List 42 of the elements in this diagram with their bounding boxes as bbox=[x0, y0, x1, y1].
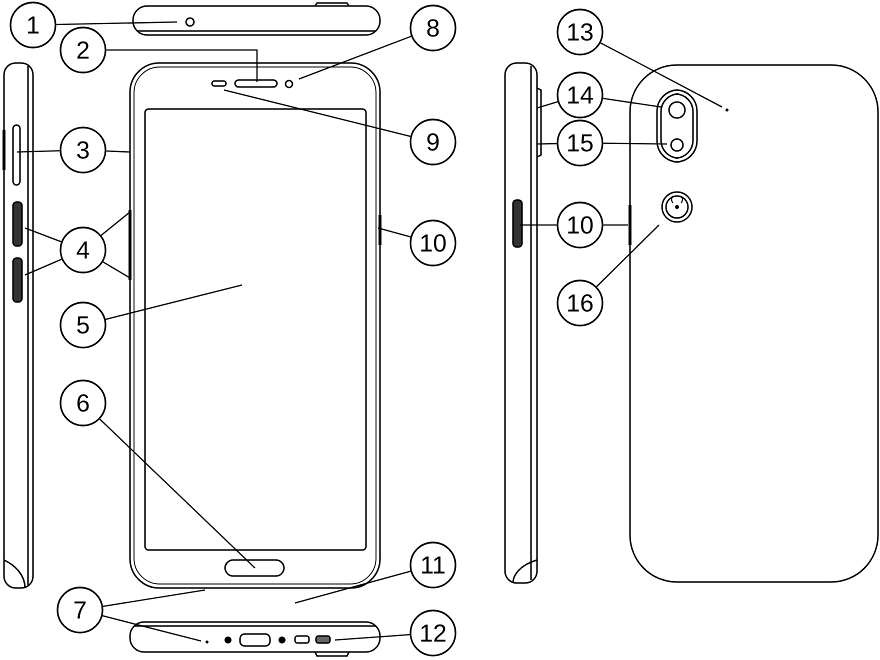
leader-line bbox=[102, 589, 206, 607]
leader-line bbox=[602, 98, 662, 108]
callout-number: 3 bbox=[60, 126, 106, 174]
leader-line bbox=[56, 21, 178, 26]
leader-line bbox=[24, 227, 62, 242]
leader-line bbox=[294, 570, 411, 604]
callout-number: 5 bbox=[60, 302, 106, 348]
leader-line bbox=[603, 224, 628, 226]
leader-line bbox=[378, 227, 411, 238]
callout-number: 6 bbox=[60, 380, 106, 426]
callout-number: 15 bbox=[556, 120, 604, 166]
leader-line bbox=[298, 36, 412, 80]
leader-line bbox=[105, 284, 242, 320]
leader-line bbox=[100, 212, 130, 236]
callout-number: 4 bbox=[60, 226, 106, 274]
callout-number: 12 bbox=[410, 610, 456, 656]
leader-line bbox=[596, 224, 660, 288]
callout-number: 10 bbox=[410, 220, 456, 266]
leader-line bbox=[334, 634, 410, 641]
callout-number: 16 bbox=[556, 280, 604, 326]
callout-number: 7 bbox=[56, 586, 104, 634]
leader-line bbox=[600, 42, 722, 108]
leader-line bbox=[537, 142, 557, 145]
leader-line bbox=[224, 89, 411, 137]
callout-number: 9 bbox=[410, 118, 456, 166]
callout-number: 2 bbox=[60, 26, 106, 74]
callout-number: 11 bbox=[410, 542, 456, 588]
leader-line bbox=[99, 418, 256, 568]
leader-line bbox=[106, 150, 130, 153]
callout-number: 14 bbox=[556, 72, 604, 118]
leader-line bbox=[16, 150, 60, 153]
leader-line bbox=[520, 224, 557, 226]
leader-line bbox=[102, 261, 130, 279]
leader-line bbox=[603, 142, 668, 145]
leader-line bbox=[106, 49, 258, 82]
callout-number: 10 bbox=[556, 202, 604, 248]
leader-line bbox=[24, 258, 62, 276]
callout-number: 13 bbox=[556, 8, 604, 56]
callout-number: 8 bbox=[410, 4, 456, 52]
leader-line bbox=[536, 101, 558, 109]
callout-number: 1 bbox=[10, 2, 56, 48]
leader-line bbox=[102, 615, 202, 642]
